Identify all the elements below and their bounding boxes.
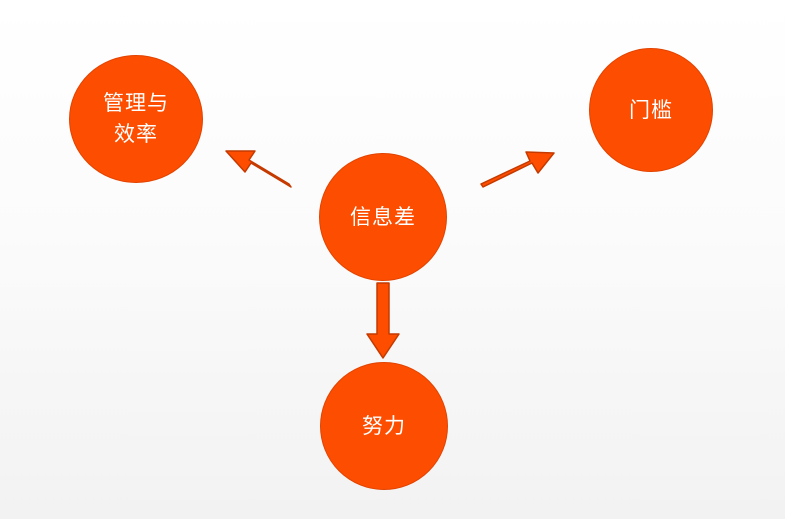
arrow-to-management xyxy=(225,150,292,188)
node-threshold-label: 门槛 xyxy=(629,97,673,122)
node-management-efficiency-text: 管理与 效率 xyxy=(103,88,169,150)
node-effort-label: 努力 xyxy=(362,413,406,438)
node-information-gap: 信息差 xyxy=(319,153,447,281)
node-management-efficiency-line2: 效率 xyxy=(114,122,158,146)
node-effort: 努力 xyxy=(320,362,448,490)
arrow-to-effort xyxy=(366,282,400,359)
node-information-gap-label: 信息差 xyxy=(350,204,416,229)
node-threshold: 门槛 xyxy=(589,48,713,172)
node-management-efficiency: 管理与 效率 xyxy=(69,55,203,183)
arrow-to-threshold xyxy=(480,151,555,188)
node-management-efficiency-line1: 管理与 xyxy=(103,91,169,115)
